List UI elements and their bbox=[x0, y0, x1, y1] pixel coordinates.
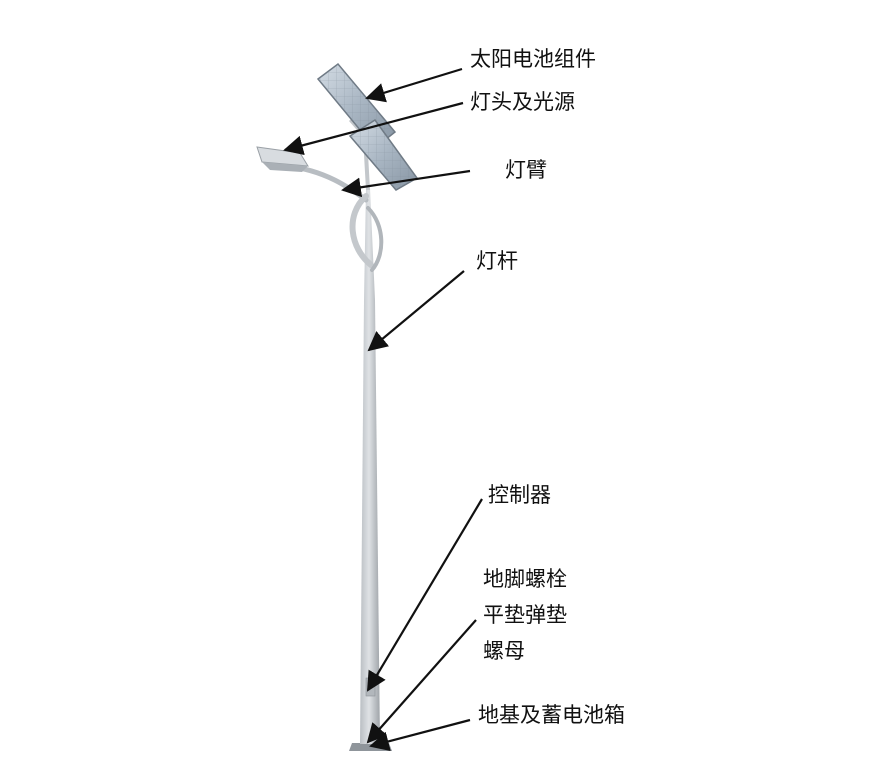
label-foundation: 地基及蓄电池箱 bbox=[478, 703, 625, 727]
lamp-pole bbox=[360, 188, 380, 744]
base-plate bbox=[349, 743, 392, 751]
arrow-foundation bbox=[369, 718, 471, 752]
callout-arrows bbox=[283, 67, 483, 752]
label-lamp-arm: 灯臂 bbox=[505, 158, 547, 182]
arrow-anchor-bolt bbox=[366, 619, 477, 744]
arrow-lamp-pole bbox=[367, 270, 465, 352]
arrow-lamp-head bbox=[283, 101, 464, 156]
lamp-head bbox=[256, 146, 309, 172]
label-controller: 控制器 bbox=[488, 483, 551, 507]
label-solar-panel: 太阳电池组件 bbox=[470, 47, 596, 71]
label-lamp-head: 灯头及光源 bbox=[470, 90, 575, 114]
arrow-solar-panel bbox=[365, 67, 463, 103]
label-washers: 平垫弹垫 bbox=[483, 603, 567, 627]
arrow-lamp-arm bbox=[341, 169, 471, 198]
arrow-controller bbox=[366, 498, 483, 692]
label-lamp-pole: 灯杆 bbox=[476, 249, 518, 273]
label-anchor-bolt: 地脚螺栓 bbox=[483, 567, 567, 591]
callout-labels: 太阳电池组件 灯头及光源 灯臂 灯杆 控制器 地脚螺栓 平垫弹垫 螺母 地基及蓄… bbox=[470, 47, 625, 727]
label-nut: 螺母 bbox=[483, 639, 525, 663]
